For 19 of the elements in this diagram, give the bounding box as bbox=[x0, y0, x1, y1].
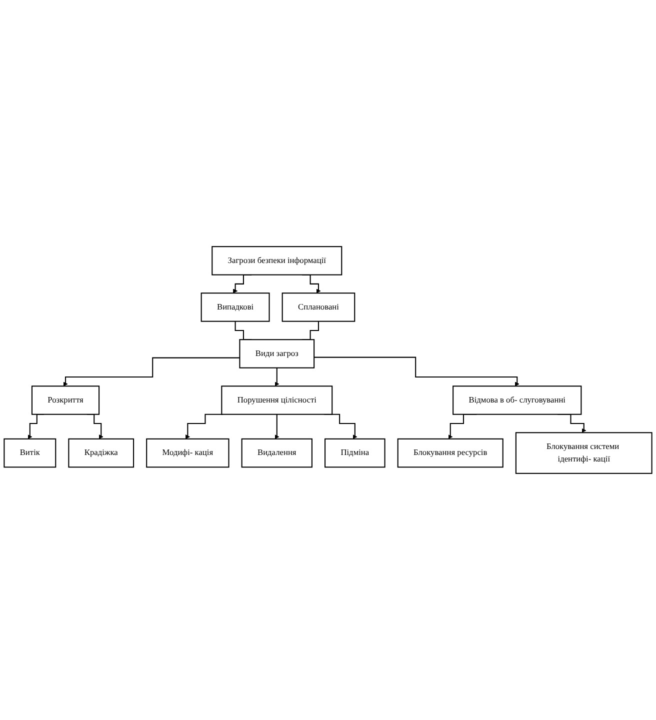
arrow bbox=[274, 367, 280, 386]
node-box: Видалення bbox=[241, 438, 312, 468]
arrow bbox=[274, 414, 280, 440]
node-box: Блокування ресурсів bbox=[397, 438, 504, 468]
node-box: Відмова в об- слуговуванні bbox=[452, 386, 582, 415]
node-box: Випадкові bbox=[200, 292, 270, 322]
node-box: Підміна bbox=[324, 438, 386, 468]
arrow bbox=[63, 357, 240, 386]
arrow bbox=[185, 414, 223, 440]
node-box: Крадіжка bbox=[68, 438, 134, 468]
node-box: Загрози безпеки інформації bbox=[212, 246, 342, 276]
node-box: Види загроз bbox=[239, 339, 315, 368]
node-box: Сплановані bbox=[282, 292, 356, 322]
node-box: Блокування системи ідентифі- кації bbox=[515, 432, 652, 474]
arrow bbox=[314, 356, 520, 386]
node-box: Порушення цілісності bbox=[221, 386, 333, 415]
node-box: Модифі- кація bbox=[146, 438, 230, 468]
node-box: Розкриття bbox=[31, 386, 100, 415]
node-box: Витік bbox=[4, 438, 56, 468]
